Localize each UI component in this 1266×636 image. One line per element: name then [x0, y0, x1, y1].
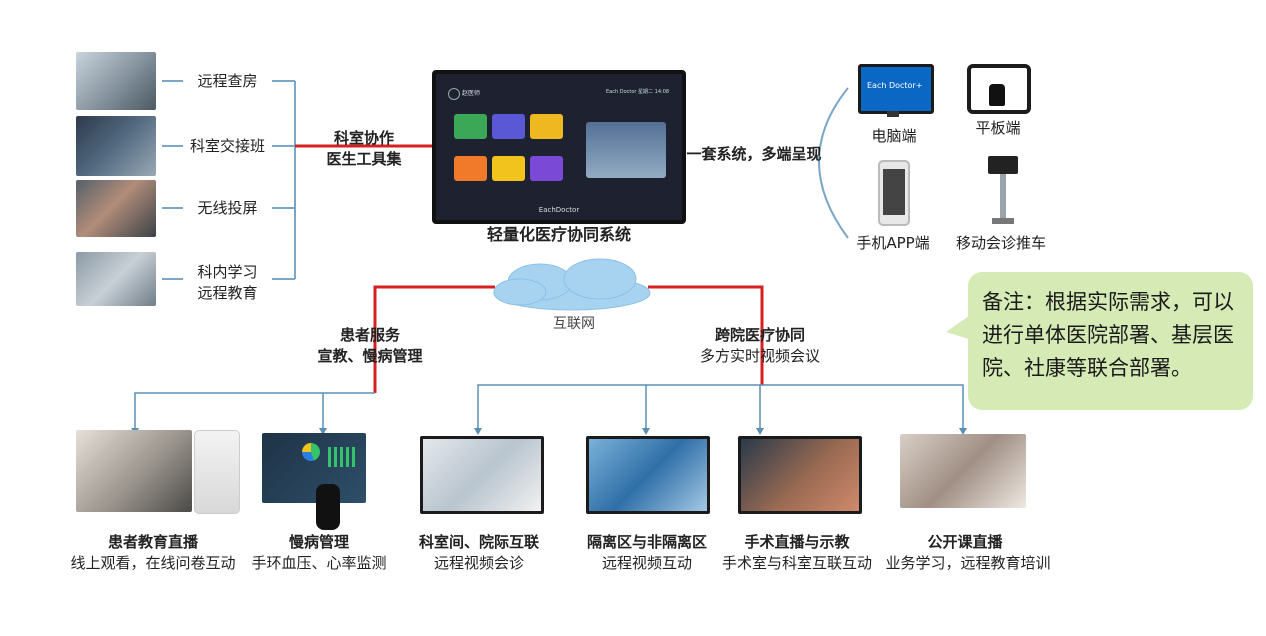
left-item-label: 远程查房	[197, 72, 258, 90]
phone-icon	[878, 160, 910, 226]
app-tile	[492, 156, 525, 181]
user-avatar-icon	[448, 88, 460, 100]
multi-device-label: 一套系统，多端呈现	[686, 145, 822, 163]
doctors-illustration	[586, 122, 666, 178]
bottom-item-subtitle: 线上观看，在线问卷互动	[70, 554, 236, 572]
app-tile	[530, 156, 563, 181]
wireless-projection-photo	[76, 180, 156, 237]
dept-learning-photo	[76, 252, 156, 306]
internet-cloud-icon	[493, 258, 651, 311]
bottom-item-title: 慢病管理	[288, 533, 349, 551]
remote-ward-round-photo	[76, 52, 156, 110]
note-box	[968, 272, 1253, 410]
open-class-photo	[900, 434, 1026, 508]
hand-pointer	[989, 84, 1005, 106]
app-tile	[492, 114, 525, 139]
left-bracket	[162, 80, 296, 280]
phone-label: 手机APP端	[856, 234, 930, 252]
device-arc	[818, 87, 849, 239]
bottom-item-subtitle: 手环血压、心率监测	[251, 554, 387, 572]
screen-brand: EachDoctor	[538, 206, 580, 214]
left-item-label: 科室交接班	[189, 137, 265, 155]
patient-service-line1: 患者服务	[339, 326, 400, 344]
pc-label: 电脑端	[871, 127, 917, 145]
left-item-label: 科内学习 远程教育	[197, 263, 258, 302]
left-item-label: 无线投屏	[197, 199, 258, 217]
cross-hospital-line1: 跨院医疗协同	[714, 326, 805, 344]
patient-education-photo	[76, 430, 192, 512]
app-tile	[454, 156, 487, 181]
bottom-item-title: 隔离区与非隔离区	[586, 533, 707, 551]
chronic-dashboard-photo	[262, 433, 366, 503]
bottom-item-subtitle: 业务学习，远程教育培训	[885, 554, 1051, 572]
pc-stand	[887, 111, 899, 117]
bottom-item-title: 患者教育直播	[107, 533, 198, 551]
note-pointer	[946, 314, 972, 340]
tablet-label: 平板端	[975, 119, 1021, 137]
bottom-item-subtitle: 远程视频互动	[601, 554, 692, 572]
app-tile	[530, 114, 563, 139]
isolation-zone-screen	[586, 436, 710, 514]
internet-label: 互联网	[553, 316, 595, 332]
center-system-screen: 赵医师 Each Doctor 星期二 14:08 EachDoctor	[432, 70, 686, 224]
dept-collab-line1: 科室协作	[333, 129, 394, 147]
bottom-item-title: 手术直播与示教	[744, 533, 850, 551]
bottom-item-subtitle: 手术室与科室互联互动	[721, 554, 872, 572]
surgery-live-screen	[738, 436, 862, 514]
patient-service-line2: 宣教、慢病管理	[317, 347, 423, 365]
inter-dept-video-screen	[420, 436, 544, 514]
pc-screen-text: Each Doctor+	[867, 81, 923, 90]
center-system-title: 轻量化医疗协同系统	[486, 225, 631, 244]
arrow-heads	[131, 428, 967, 435]
dept-collab-line2: 医生工具集	[326, 150, 402, 168]
network-lines	[373, 285, 764, 393]
pc-monitor-icon: Each Doctor+	[858, 64, 934, 114]
consult-cart-icon	[988, 150, 1018, 226]
bottom-item-title: 公开课直播	[927, 533, 1003, 551]
bottom-item-subtitle: 远程视频会诊	[433, 554, 524, 572]
screen-user-name: 赵医师	[462, 90, 481, 97]
distribution-lines	[134, 384, 964, 430]
cross-hospital-line2: 多方实时视频会议	[699, 347, 820, 365]
shift-handover-photo	[76, 116, 156, 176]
note-text: 备注：根据实际需求，可以进行单体医院部署、基层医院、社康等联合部署。	[982, 290, 1234, 380]
patient-phone-photo	[194, 430, 240, 514]
screen-header-text: Each Doctor 星期二 14:08	[606, 89, 670, 95]
app-tile	[454, 114, 487, 139]
smart-band-icon	[316, 484, 340, 530]
bottom-item-title: 科室间、院际互联	[418, 533, 539, 551]
cart-label: 移动会诊推车	[955, 234, 1046, 252]
